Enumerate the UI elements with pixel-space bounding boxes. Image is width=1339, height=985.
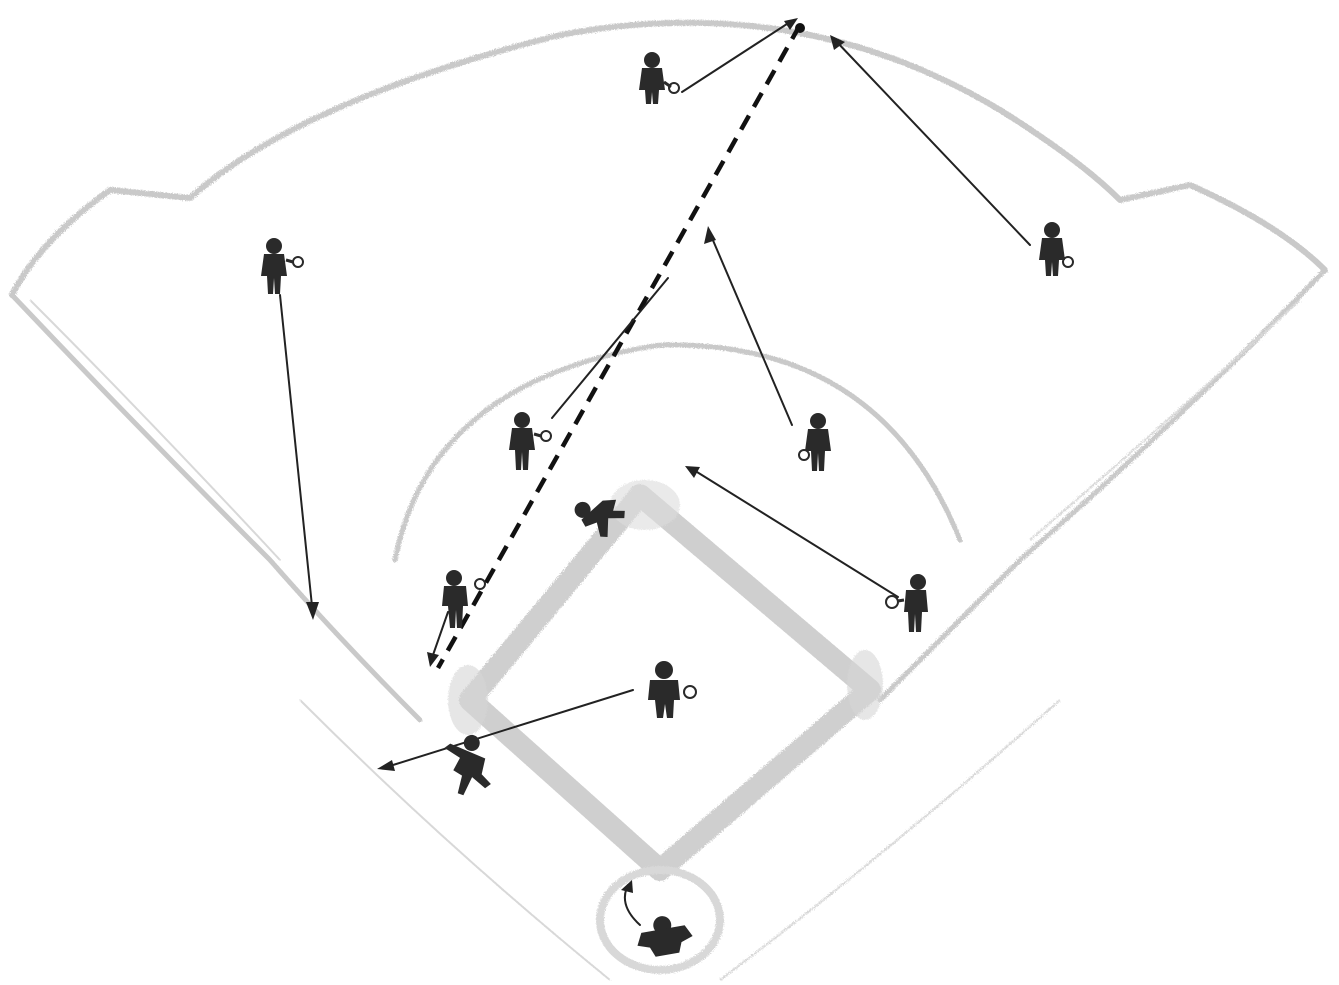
catcher-icon bbox=[633, 911, 695, 959]
third-baseman-path bbox=[433, 612, 448, 655]
second-baseman-icon bbox=[799, 413, 831, 471]
shortstop-icon bbox=[509, 412, 551, 470]
first-baseman-icon bbox=[886, 574, 928, 632]
first-base-area bbox=[847, 650, 883, 720]
center-fielder-icon bbox=[639, 52, 679, 104]
right-warning-track bbox=[1030, 300, 1300, 540]
left-fielder-icon bbox=[261, 238, 303, 294]
third-base-area bbox=[448, 665, 488, 735]
pitcher-path bbox=[393, 690, 633, 765]
second-base-area bbox=[610, 480, 680, 530]
center-fielder-path bbox=[682, 22, 790, 92]
ball-icon bbox=[795, 23, 805, 33]
right-fielder-path bbox=[835, 40, 1030, 245]
first-base-line bbox=[720, 700, 1060, 980]
field-outline bbox=[12, 23, 1325, 980]
third-base-line bbox=[300, 700, 610, 980]
right-foul-line bbox=[880, 270, 1325, 700]
ball-flight-group bbox=[438, 23, 805, 668]
left-warning-track bbox=[30, 300, 280, 560]
arrowhead-icon bbox=[377, 760, 395, 771]
pitcher-icon bbox=[648, 661, 696, 718]
arrowhead-icon bbox=[427, 652, 439, 667]
second-baseman-path bbox=[712, 238, 792, 425]
batter-runner-icon bbox=[431, 727, 504, 803]
right-fielder-icon bbox=[1039, 222, 1073, 276]
left-foul-line bbox=[12, 295, 420, 720]
left-fielder-path bbox=[280, 295, 312, 606]
